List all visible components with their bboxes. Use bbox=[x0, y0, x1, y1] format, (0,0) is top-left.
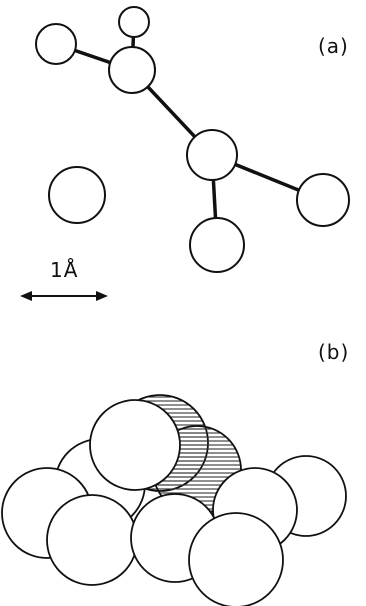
scale-label: 1Å bbox=[50, 258, 79, 282]
panel-b-label: (b) bbox=[318, 340, 350, 364]
atom bbox=[186, 129, 238, 181]
atom bbox=[118, 6, 150, 38]
atom bbox=[108, 46, 156, 94]
panel-b-model bbox=[1, 394, 347, 606]
surface-atom bbox=[46, 494, 138, 586]
surface-atom bbox=[188, 512, 284, 606]
atom bbox=[189, 217, 245, 273]
surface-atom bbox=[89, 399, 181, 491]
panel-a-label: (a) bbox=[318, 34, 349, 58]
atom bbox=[35, 23, 77, 65]
scale-bar bbox=[20, 291, 108, 301]
atom bbox=[296, 173, 350, 227]
panel-a-molecule bbox=[35, 6, 350, 273]
atom bbox=[48, 166, 106, 224]
